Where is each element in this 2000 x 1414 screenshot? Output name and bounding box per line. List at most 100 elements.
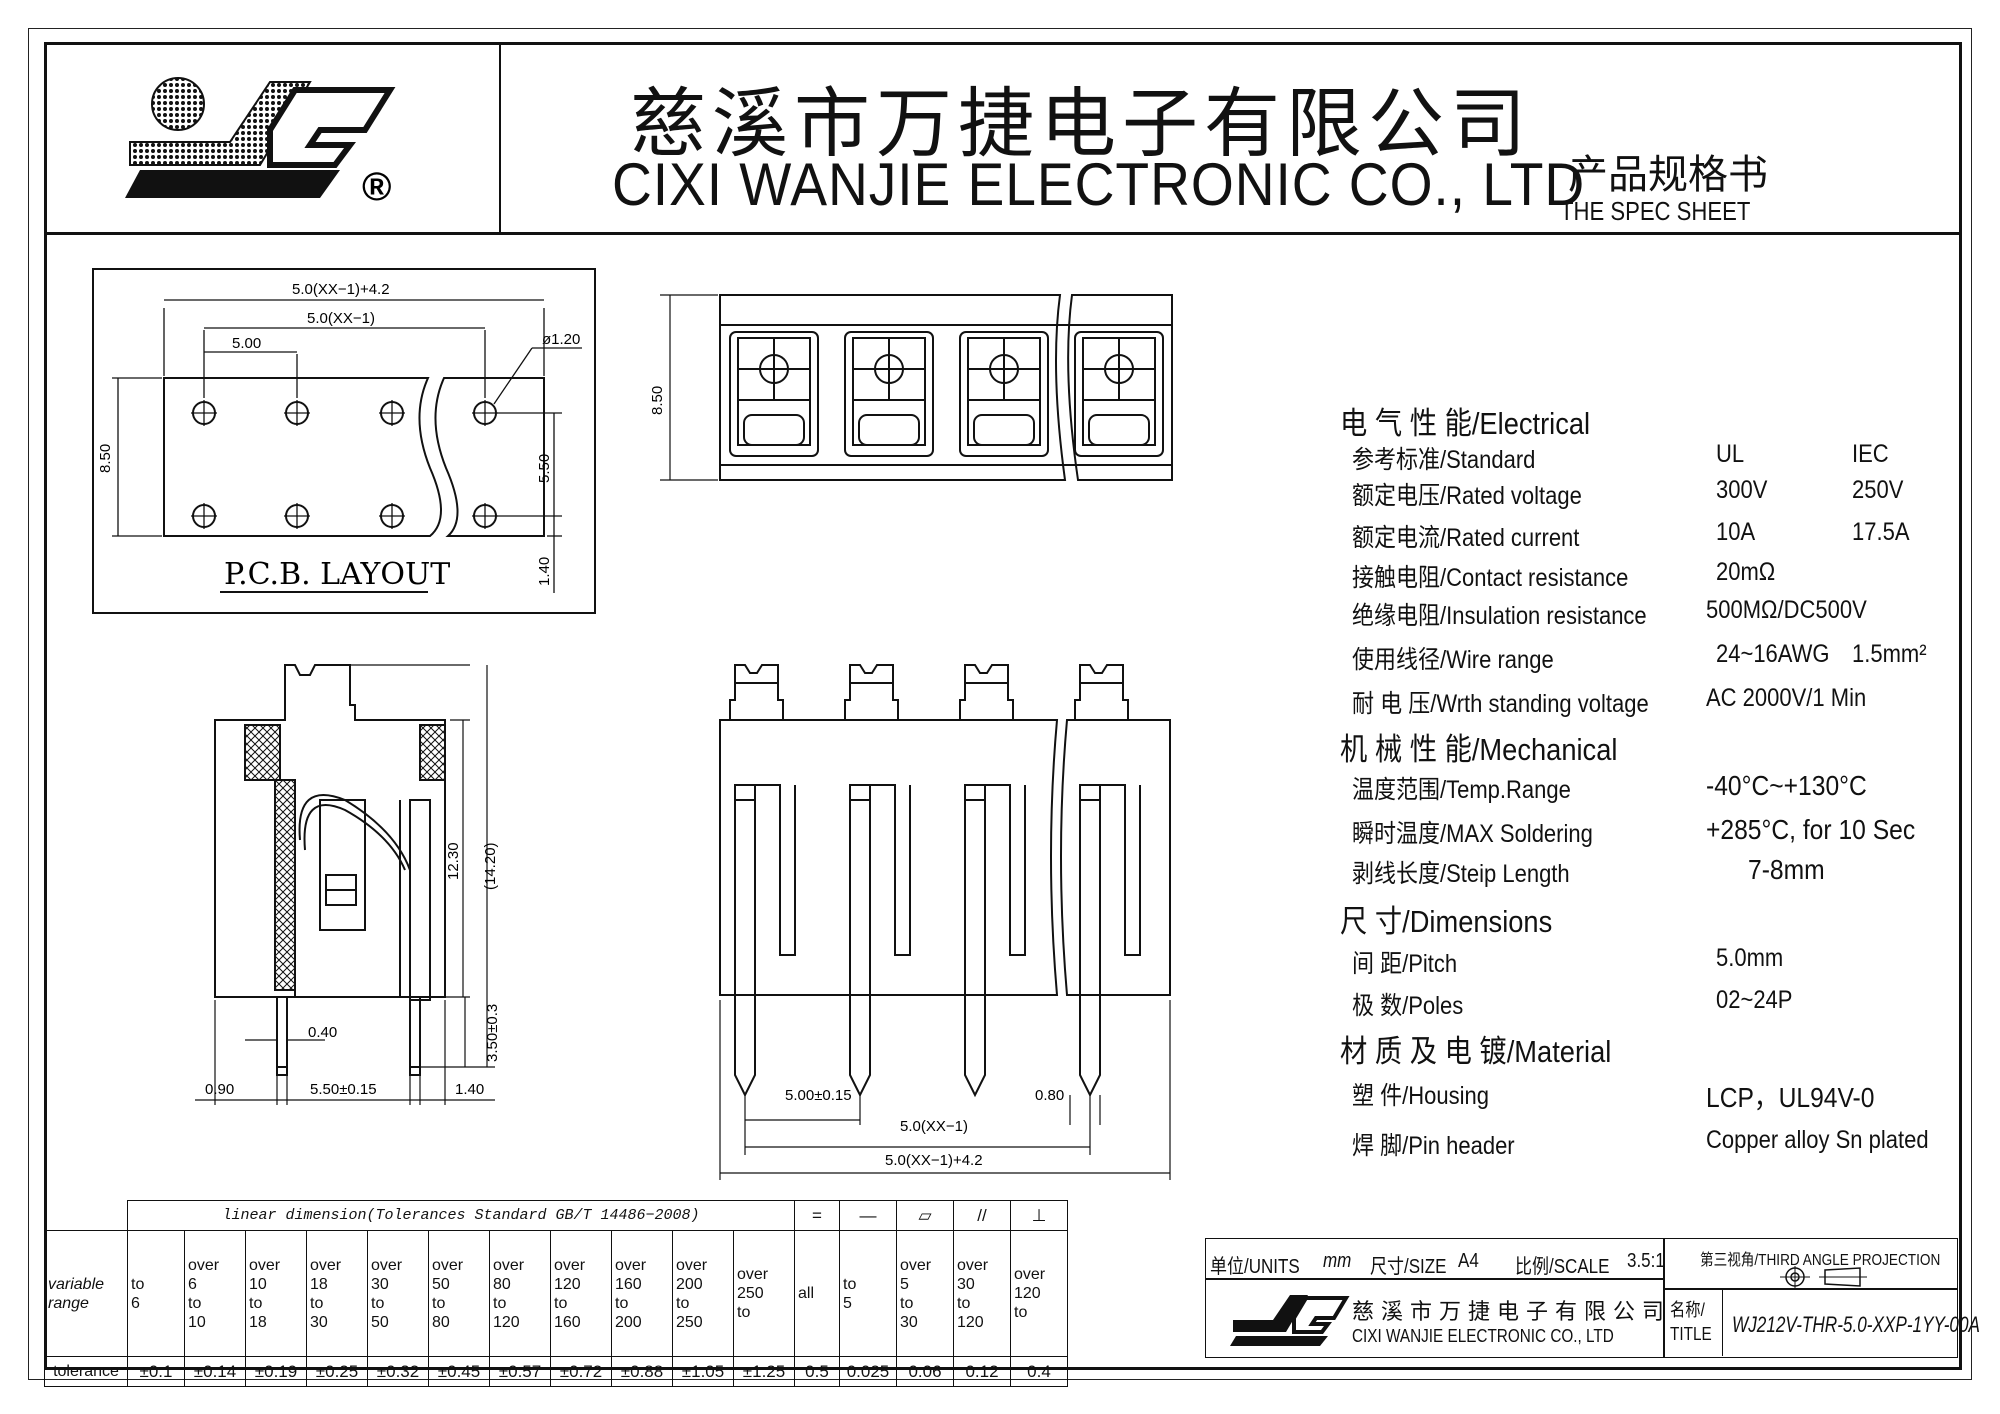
range-cell: over 10 to 18 xyxy=(245,1230,307,1357)
spec-value: IEC xyxy=(1852,440,1889,468)
tolerance-cell: ±0.25 xyxy=(306,1356,368,1387)
spec-value: +285°C, for 10 Sec xyxy=(1706,814,1916,845)
name-label: 名称/ xyxy=(1670,1300,1705,1320)
pcb-dim-row: 5.50 xyxy=(536,454,553,483)
scale-value: 3.5:1 xyxy=(1627,1250,1665,1272)
tolerance-cell: 0.06 xyxy=(896,1356,954,1387)
title-block-company-cn: 慈 溪 市 万 捷 电 子 有 限 公 司 xyxy=(1352,1300,1664,1325)
spec-section-heading: 机 械 性 能/Mechanical xyxy=(1340,732,1618,767)
company-name-cn: 慈溪市万捷电子有限公司 xyxy=(630,79,1532,168)
side-dim-1230: 12.30 xyxy=(445,842,462,880)
spec-label: 剥线长度/Steip Length xyxy=(1352,860,1570,888)
top-view-drawing: 8.50 xyxy=(649,294,1173,481)
spec-value: 500MΩ/DC500V xyxy=(1706,596,1867,624)
spec-label: 极 数/Poles xyxy=(1352,992,1464,1020)
range-cell: over 30 to 120 xyxy=(953,1230,1011,1357)
range-cell: over 5 to 30 xyxy=(896,1230,954,1357)
front-dim-pitch: 5.00±0.15 xyxy=(785,1087,852,1104)
front-dim-080: 0.80 xyxy=(1035,1087,1064,1104)
spec-value: -40°C~+130°C xyxy=(1706,770,1867,801)
spec-label: 接触电阻/Contact resistance xyxy=(1352,564,1629,592)
geo-symbol: ⊥ xyxy=(1010,1200,1068,1231)
spec-section-heading: 尺 寸/Dimensions xyxy=(1340,904,1553,939)
company-cell xyxy=(1205,1278,1665,1358)
geo-symbol: // xyxy=(953,1200,1011,1231)
spec-value: 250V xyxy=(1852,476,1904,504)
pcb-dim-total: 5.0(XX−1)+4.2 xyxy=(292,281,390,298)
pcb-dim-hole: ø1.20 xyxy=(542,331,580,348)
side-dim-1420: (14.20) xyxy=(482,842,499,890)
spec-value: UL xyxy=(1716,440,1745,468)
tolerance-cell: ±0.1 xyxy=(127,1356,185,1387)
spec-value: 1.5mm² xyxy=(1852,640,1927,668)
range-cell: over 50 to 80 xyxy=(428,1230,490,1357)
tolerance-cell: ±0.19 xyxy=(245,1356,307,1387)
spec-label: 间 距/Pitch xyxy=(1352,950,1458,978)
tolerance-table: linear dimension(Tolerances Standard GB/… xyxy=(44,1200,1068,1387)
range-cell: over 250 to xyxy=(733,1230,795,1357)
tolerance-cell: ±0.72 xyxy=(550,1356,612,1387)
spec-value: 20mΩ xyxy=(1716,558,1776,586)
tolerance-cell: ±0.45 xyxy=(428,1356,490,1387)
spec-label: 绝缘电阻/Insulation resistance xyxy=(1352,602,1647,630)
spec-value: 24~16AWG xyxy=(1716,640,1830,668)
geo-symbol: — xyxy=(839,1200,897,1231)
spec-value: 10A xyxy=(1716,518,1756,546)
spec-value: 300V xyxy=(1716,476,1768,504)
spec-label: 使用线径/Wire range xyxy=(1352,646,1554,674)
units-value: mm xyxy=(1323,1250,1352,1272)
range-cell: to 6 xyxy=(127,1230,185,1357)
doc-title-en: THE SPEC SHEET xyxy=(1560,196,1751,226)
spec-section-heading: 电 气 性 能/Electrical xyxy=(1340,406,1591,441)
tolerance-cell: 0.5 xyxy=(794,1356,840,1387)
size-label: 尺寸/SIZE xyxy=(1370,1256,1447,1278)
projection-label: 第三视角/THIRD ANGLE PROJECTION xyxy=(1700,1252,1941,1269)
logo-divider xyxy=(499,42,501,232)
side-view-drawing: 12.30 (14.20) 3.50±0.3 0.40 0.90 5.50±0.… xyxy=(195,664,501,1105)
pcb-layout-drawing: 5.0(XX−1)+4.2 5.0(XX−1) 5.00 ø1.20 8.50 … xyxy=(92,268,596,614)
tolerance-table-wrap: linear dimension(Tolerances Standard GB/… xyxy=(44,1200,1068,1387)
units-row xyxy=(1205,1238,1665,1280)
pcb-dim-pitch: 5.00 xyxy=(232,335,261,352)
front-dim-total: 5.0(XX−1)+4.2 xyxy=(885,1152,983,1169)
tolerance-cell: ±1.05 xyxy=(672,1356,734,1387)
tolerance-cell: ±0.32 xyxy=(367,1356,429,1387)
tolerance-cell: 0.025 xyxy=(839,1356,897,1387)
front-dim-span: 5.0(XX−1) xyxy=(900,1118,968,1135)
company-name-en: CIXI WANJIE ELECTRONIC CO., LTD xyxy=(612,151,1586,218)
tolerance-cell: ±0.88 xyxy=(611,1356,673,1387)
side-dim-140: 1.40 xyxy=(455,1081,484,1098)
geo-symbol: ▱ xyxy=(896,1200,954,1231)
pcb-dim-span: 5.0(XX−1) xyxy=(307,310,375,327)
range-cell: to 5 xyxy=(839,1230,897,1357)
title-divider xyxy=(1722,1288,1723,1356)
spec-value: Copper alloy Sn plated xyxy=(1706,1126,1929,1154)
pcb-dim-height: 8.50 xyxy=(97,444,114,473)
registered-mark: ® xyxy=(362,165,391,209)
spec-label: 耐 电 压/Wrth standing voltage xyxy=(1352,690,1649,718)
tolerance-caption: linear dimension(Tolerances Standard GB/… xyxy=(127,1200,795,1231)
spec-value: AC 2000V/1 Min xyxy=(1706,684,1867,712)
scale-label: 比例/SCALE xyxy=(1515,1256,1610,1278)
range-cell: over 120 to 160 xyxy=(550,1230,612,1357)
spec-section-heading: 材 质 及 电 镀/Material xyxy=(1340,1034,1612,1069)
pcb-layout-title: P.C.B. LAYOUT xyxy=(224,557,450,592)
units-label: 单位/UNITS xyxy=(1210,1256,1300,1278)
range-cell: over 80 to 120 xyxy=(489,1230,551,1357)
tolerance-row-label: tolerance xyxy=(44,1356,128,1387)
header-divider xyxy=(44,232,1959,235)
geo-symbol: = xyxy=(794,1200,840,1231)
spec-value: 02~24P xyxy=(1716,986,1793,1014)
spec-value: 5.0mm xyxy=(1716,944,1784,972)
pcb-dim-edge: 1.40 xyxy=(536,557,553,586)
tolerance-cell: 0.4 xyxy=(1010,1356,1068,1387)
title-block-company-en: CIXI WANJIE ELECTRONIC CO., LTD xyxy=(1352,1326,1614,1346)
spec-label: 参考标准/Standard xyxy=(1352,446,1536,474)
top-view-dim-height: 8.50 xyxy=(649,386,666,415)
spec-value: 7-8mm xyxy=(1748,854,1825,885)
doc-title-cn: 产品规格书 xyxy=(1568,152,1768,198)
size-value: A4 xyxy=(1458,1250,1479,1272)
spec-label: 瞬时温度/MAX Soldering xyxy=(1352,820,1593,848)
spec-label: 焊 脚/Pin header xyxy=(1352,1132,1515,1160)
range-cell: over 200 to 250 xyxy=(672,1230,734,1357)
